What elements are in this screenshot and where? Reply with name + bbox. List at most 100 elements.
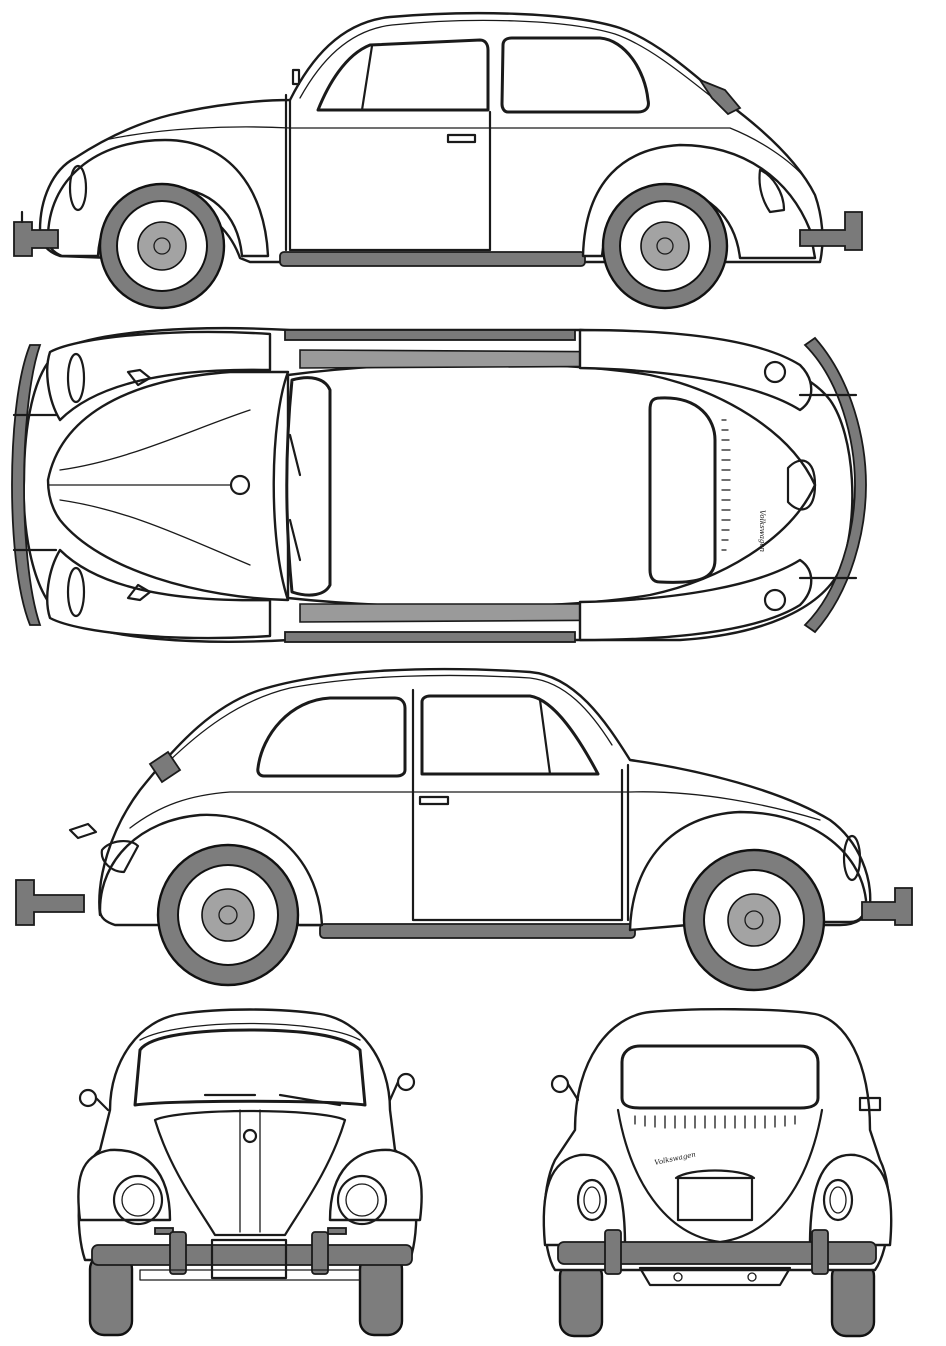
- rear-view-right-taillight: [822, 1178, 854, 1222]
- rear-view-valance: [638, 1266, 792, 1287]
- front-view-turn-signal: [154, 1227, 174, 1235]
- top-front-hood: [46, 370, 290, 602]
- top-wiper: [288, 433, 302, 477]
- side-right-door-handle: [418, 795, 450, 806]
- side-left-rear-bumper: [799, 211, 863, 251]
- side-left-front-wheel: [98, 182, 226, 310]
- top-running-board-lower: [284, 631, 576, 643]
- vw-logo-icon: [218, 905, 238, 925]
- side-view-left: [13, 11, 863, 310]
- side-left-front-hubcap: [137, 221, 187, 271]
- top-front-fender-lower: [46, 548, 272, 640]
- side-right-front-bumper: [861, 887, 913, 926]
- front-view-bumper-guard: [169, 1231, 187, 1275]
- side-right-rear-hubcap: [201, 888, 255, 942]
- front-view-left-fender: [77, 1148, 172, 1222]
- side-right-rear-bumper: [15, 879, 85, 926]
- rear-view: Volkswagen: [542, 1008, 893, 1338]
- side-right-front-window: [420, 694, 600, 776]
- side-left-rear-louver: [697, 78, 742, 116]
- rear-view-rear-window: [620, 1044, 820, 1110]
- top-rear-bumper: [803, 336, 867, 634]
- front-view-undercarriage: [139, 1269, 361, 1281]
- front-view-hood-center: [239, 1109, 261, 1233]
- side-left-taillight: [758, 168, 786, 214]
- rear-view-bumper: [557, 1241, 877, 1265]
- front-view-license-plate: [210, 1238, 288, 1280]
- front-view-wiper: [278, 1093, 342, 1107]
- top-rear-window: [648, 396, 717, 584]
- side-left-vent-wing: [360, 44, 374, 112]
- front-view-turn-signal: [327, 1227, 347, 1235]
- side-right-running-board: [319, 923, 636, 939]
- top-turn-signal: [126, 368, 152, 387]
- top-hood-crease-upper: [59, 409, 251, 471]
- side-right-belt-line: [129, 791, 821, 829]
- rear-view-bumper-guard: [811, 1229, 829, 1275]
- top-wiper: [288, 518, 302, 562]
- rear-view-engine-vents: [634, 1115, 796, 1129]
- side-right-rear-louver: [148, 750, 182, 784]
- side-right-door: [411, 688, 624, 922]
- front-view-right-fender: [328, 1148, 423, 1222]
- side-view-right: [15, 667, 913, 992]
- side-left-door-handle: [446, 133, 477, 144]
- front-view-right-mirror: [396, 1072, 416, 1092]
- front-view-right-headlight: [336, 1174, 388, 1226]
- front-view-windshield: [133, 1028, 367, 1107]
- side-left-running-board: [279, 251, 586, 267]
- side-left-rear-window: [500, 36, 650, 114]
- rear-view-left-mirror: [550, 1074, 570, 1094]
- top-script-badge: Volkswagen: [758, 510, 766, 552]
- rear-view-right-fender: [808, 1153, 893, 1247]
- rear-view-left-tire: [558, 1260, 604, 1338]
- side-right-roof-rail: [159, 674, 613, 771]
- front-view-left-mirror: [78, 1088, 98, 1108]
- rear-view-bumper-guard: [604, 1229, 622, 1275]
- side-right-exhaust: [68, 822, 98, 840]
- side-right-front-wheel: [682, 848, 826, 992]
- front-view-left-headlight: [112, 1174, 164, 1226]
- top-engine-vents: [721, 419, 731, 551]
- side-right-taillight: [100, 840, 140, 874]
- top-taillight-lower: [763, 588, 787, 612]
- side-right-front-hubcap: [727, 893, 781, 947]
- top-front-fender-upper: [46, 330, 272, 422]
- vw-logo-icon: [229, 474, 251, 496]
- vw-logo-icon: [744, 910, 764, 930]
- side-left-front-bumper: [13, 221, 59, 257]
- top-windshield: [285, 376, 332, 597]
- top-license-light: [786, 459, 817, 511]
- rear-view-left-taillight: [576, 1178, 608, 1222]
- top-taillight-upper: [763, 360, 787, 384]
- side-right-headlight: [842, 834, 862, 882]
- top-turn-signal: [126, 583, 152, 602]
- rear-view-license-light: [674, 1169, 756, 1180]
- side-left-belt-line: [104, 126, 806, 179]
- side-left-roof-rail: [299, 19, 719, 103]
- vw-logo-icon: [656, 237, 674, 255]
- front-view: [77, 1008, 423, 1337]
- front-view-bumper-guard: [311, 1231, 329, 1275]
- front-view-bumper: [91, 1244, 413, 1266]
- rear-view-exhaust: [747, 1272, 757, 1282]
- side-right-vent-wing: [538, 698, 552, 776]
- rear-view-exhaust: [673, 1272, 683, 1282]
- top-rear-fender-upper: [578, 328, 813, 412]
- side-left-rear-wheel: [601, 182, 729, 310]
- side-left-headlight: [68, 164, 88, 212]
- rear-view-right-mirror: [858, 1096, 882, 1112]
- vw-logo-icon: [153, 237, 171, 255]
- front-view-right-tire: [358, 1253, 404, 1337]
- side-left-mirror: [291, 68, 301, 86]
- top-view: Volkswagen: [11, 327, 867, 643]
- front-view-roof: [139, 1022, 361, 1041]
- vw-logo-icon: [242, 1128, 258, 1144]
- rear-view-license-plate: [676, 1176, 754, 1222]
- rear-view-right-tire: [830, 1260, 876, 1338]
- top-hood-crease-lower: [59, 499, 251, 566]
- top-headlight-lower: [66, 566, 86, 618]
- top-headlight-upper: [66, 352, 86, 404]
